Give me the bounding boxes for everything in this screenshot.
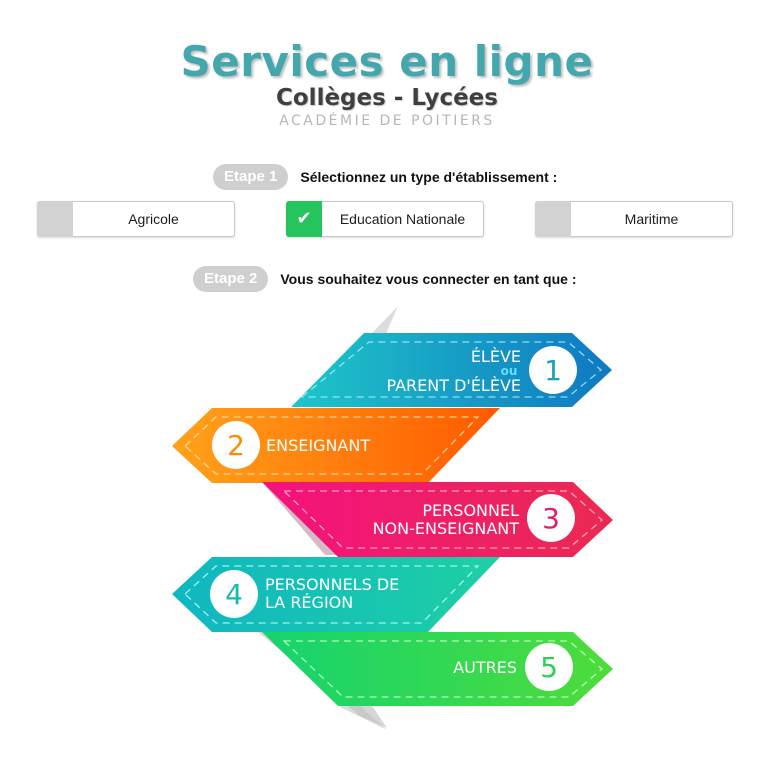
profile-ribbon-5[interactable]: 5 AUTRES xyxy=(262,632,613,706)
profile-number-5: 5 xyxy=(540,651,558,684)
profile-number-2: 2 xyxy=(227,429,245,462)
profile-ribbon-4[interactable]: 4 PERSONNELS DE LA RÉGION xyxy=(172,557,500,632)
profile-connector: ou xyxy=(501,364,518,378)
profile-label-1b: PARENT D'ÉLÈVE xyxy=(386,376,521,395)
profile-number-3: 3 xyxy=(542,502,560,535)
profile-number-4: 4 xyxy=(225,578,243,611)
type-button-maritime[interactable]: Maritime xyxy=(535,200,733,237)
profile-label-2: ENSEIGNANT xyxy=(266,436,370,455)
step1-instruction: Sélectionnez un type d'établissement : xyxy=(300,169,558,185)
profile-ribbon-2[interactable]: 2 ENSEIGNANT xyxy=(172,408,500,483)
checkbox[interactable] xyxy=(535,200,571,237)
type-label: Education Nationale xyxy=(339,211,466,227)
profile-label-4a: PERSONNELS DE xyxy=(265,575,399,594)
step1-row: Etape 1 Sélectionnez un type d'établisse… xyxy=(213,164,557,190)
type-label: Agricole xyxy=(128,211,179,227)
checkbox-checked[interactable]: ✔ xyxy=(286,200,322,237)
checkbox[interactable] xyxy=(37,200,73,237)
page-subtitle: Collèges - Lycées xyxy=(276,85,498,111)
profile-ribbon-3[interactable]: 3 PERSONNEL NON-ENSEIGNANT xyxy=(262,482,613,557)
profile-ribbon-1[interactable]: 1 ÉLÈVE ou PARENT D'ÉLÈVE xyxy=(291,333,612,407)
type-button-education-nationale[interactable]: ✔ Education Nationale xyxy=(286,200,484,237)
type-button-agricole[interactable]: Agricole xyxy=(37,200,235,237)
check-icon: ✔ xyxy=(296,208,312,228)
profile-label-3a: PERSONNEL xyxy=(422,501,519,520)
profile-label-4b: LA RÉGION xyxy=(265,593,353,612)
profile-label-1a: ÉLÈVE xyxy=(471,347,521,366)
academy-name: ACADÉMIE DE POITIERS xyxy=(279,113,495,129)
profile-label-3b: NON-ENSEIGNANT xyxy=(373,519,520,538)
step2-pill: Etape 2 xyxy=(193,266,269,292)
profile-number-1: 1 xyxy=(544,354,562,387)
type-label: Maritime xyxy=(624,211,679,227)
step2-row: Etape 2 Vous souhaitez vous connecter en… xyxy=(193,266,576,292)
header: Services en ligne Collèges - Lycées ACAD… xyxy=(0,38,774,130)
page-title: Services en ligne xyxy=(180,37,594,86)
profile-label-5: AUTRES xyxy=(453,658,517,677)
step1-pill: Etape 1 xyxy=(213,164,289,190)
step2-instruction: Vous souhaitez vous connecter en tant qu… xyxy=(280,271,577,287)
